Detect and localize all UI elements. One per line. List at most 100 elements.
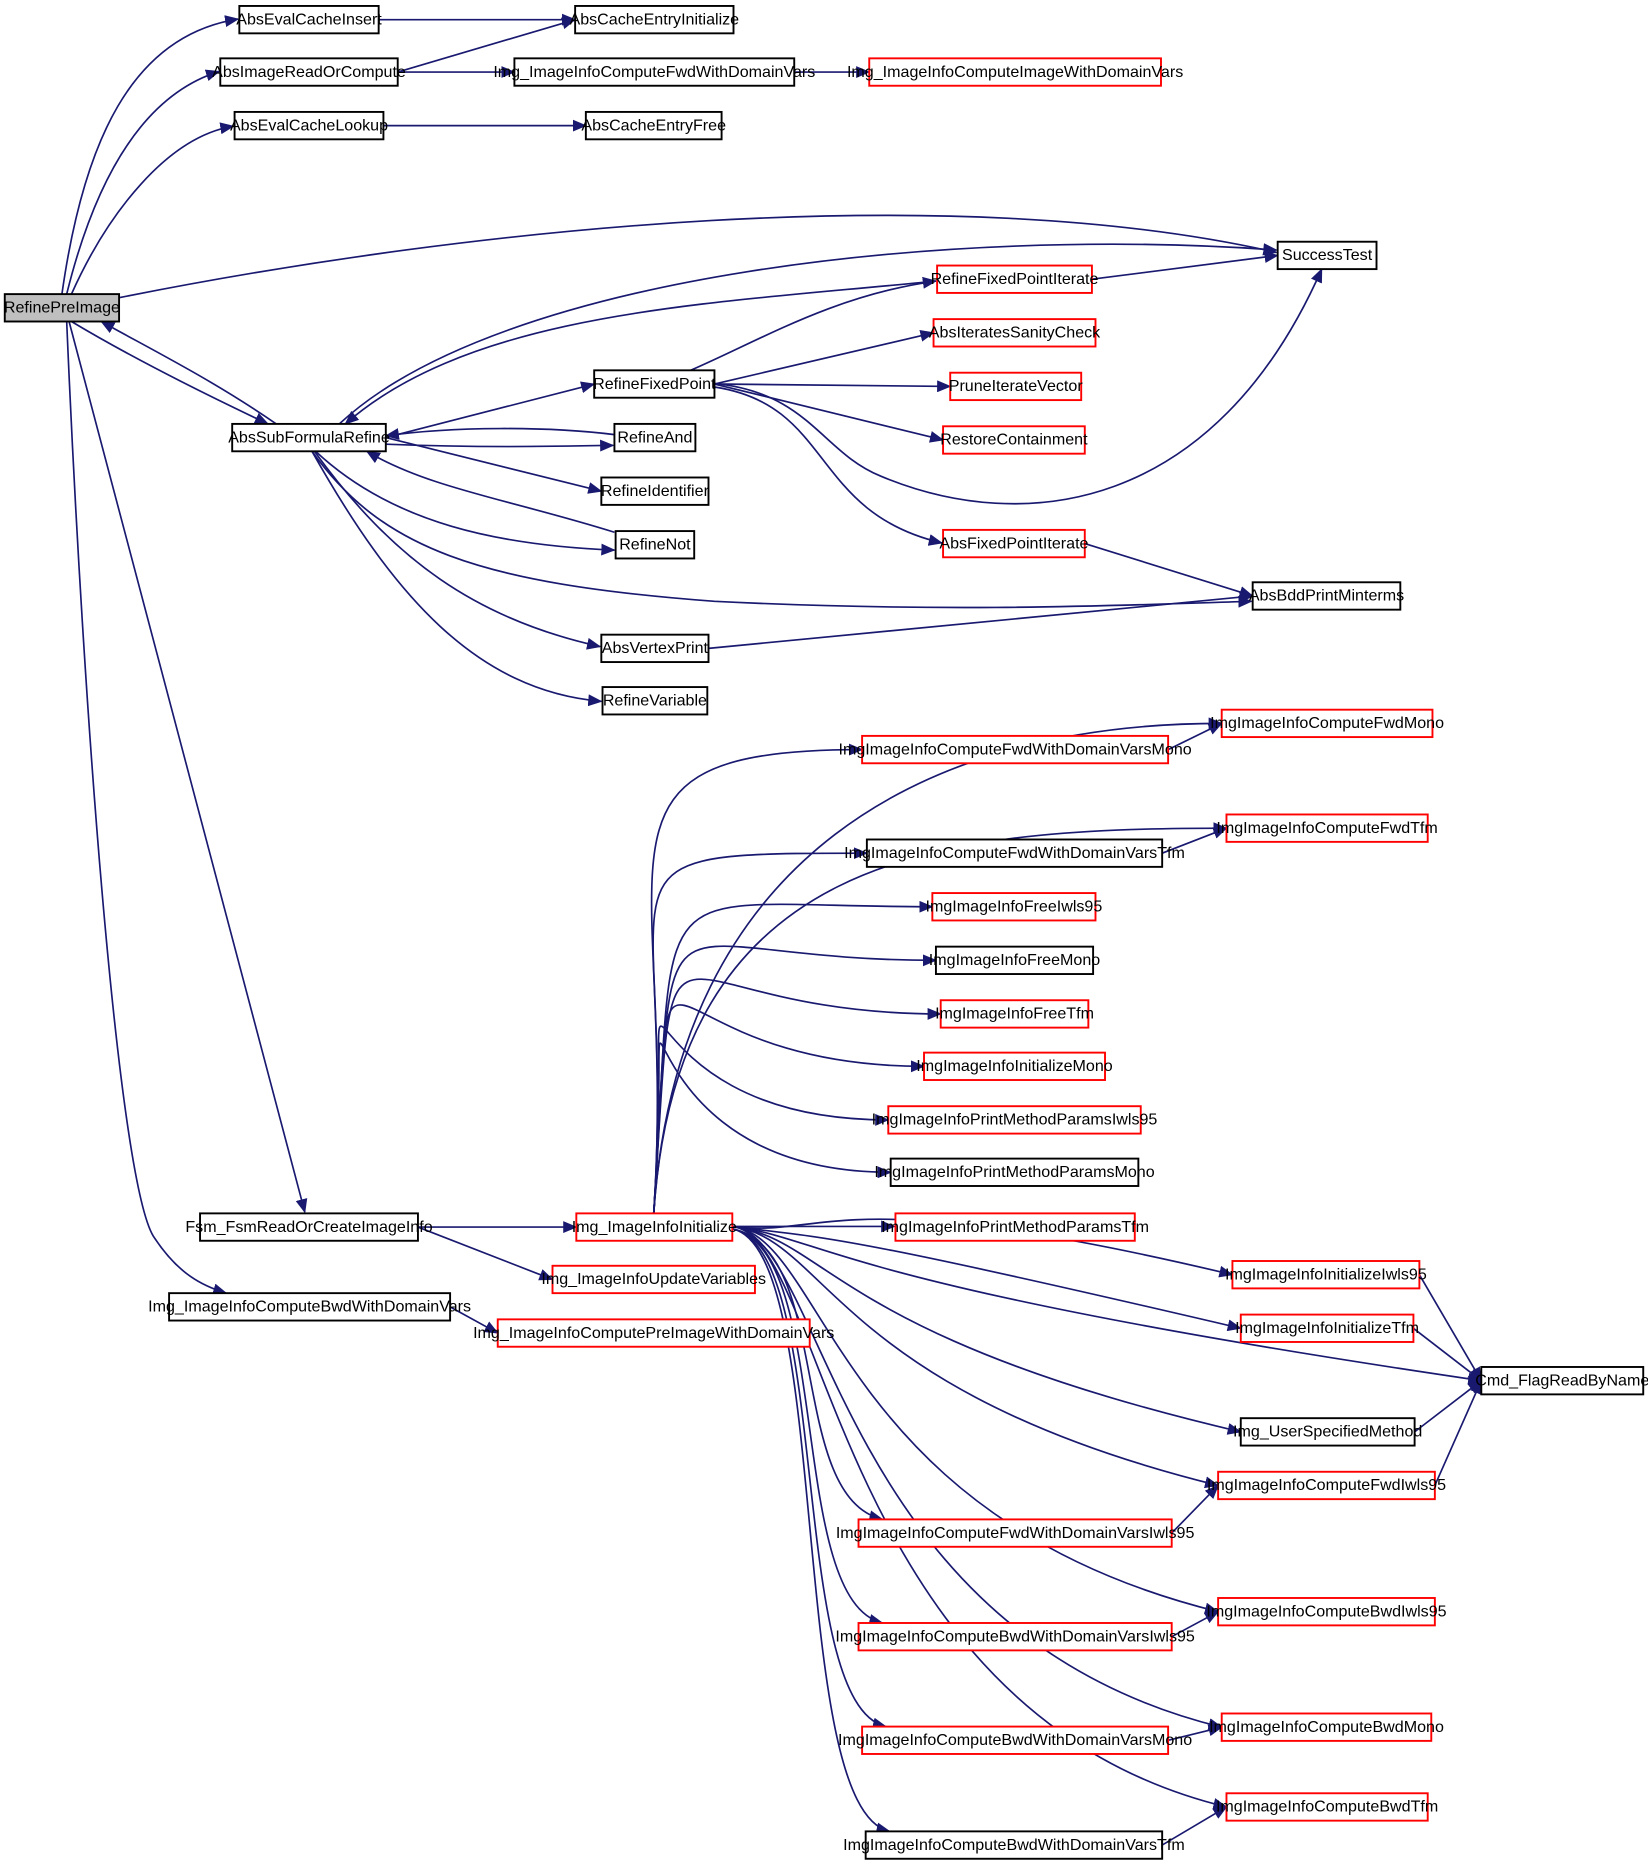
node-box [1225, 1792, 1429, 1822]
node-label: ImgImageInfoComputeBwdWithDomainVarsMono [838, 1731, 1192, 1749]
node-label: RefineIdentifier [601, 482, 710, 500]
edge-RefinePreImage-to-Fsm_FsmReadOrCreateImageInfo [68, 321, 308, 1214]
node-ImgImageInfoPrintMethodParamsIwls95[interactable]: ImgImageInfoPrintMethodParamsIwls95 [872, 1105, 1158, 1135]
node-RefineVariable[interactable]: RefineVariable [601, 686, 709, 716]
edge-AbsSubFormulaRefine-to-RefineNot [314, 450, 616, 556]
node-ImgImageInfoComputeBwdWithDomainVarsMono[interactable]: ImgImageInfoComputeBwdWithDomainVarsMono [838, 1725, 1192, 1755]
edge-AbsSubFormulaRefine-to-RefineVariable [311, 450, 603, 707]
node-box [1217, 1470, 1436, 1501]
node-RestoreContainment[interactable]: RestoreContainment [940, 425, 1088, 455]
node-box [1231, 1260, 1421, 1290]
edge-RefinePreImage-to-AbsEvalCacheLookup [70, 122, 235, 295]
node-ImgImageInfoComputeBwdMono[interactable]: ImgImageInfoComputeBwdMono [1209, 1712, 1444, 1742]
node-label: ImgImageInfoComputeFwdWithDomainVarsIwls… [836, 1524, 1195, 1542]
node-AbsImageReadOrCompute[interactable]: AbsImageReadOrCompute [212, 57, 406, 87]
node-ImgImageInfoPrintMethodParamsMono[interactable]: ImgImageInfoPrintMethodParamsMono [874, 1157, 1155, 1187]
edge-Img_ImageInfoInitialize-to-ImgImageInfoInitializeIwls95 [732, 1218, 1234, 1278]
edge-ImgImageInfoComputeBwdWithDomainVarsIwls95-to-ImgImageInfoComputeBwdIwls95 [1171, 1610, 1220, 1638]
node-ImgImageInfoFreeMono[interactable]: ImgImageInfoFreeMono [929, 945, 1100, 975]
node-box [600, 633, 710, 664]
node-ImgImageInfoComputeFwdWithDomainVarsTfm[interactable]: ImgImageInfoComputeFwdWithDomainVarsTfm [844, 838, 1185, 868]
node-ImgImageInfoComputeFwdTfm[interactable]: ImgImageInfoComputeFwdTfm [1216, 813, 1438, 843]
node-AbsEvalCacheLookup[interactable]: AbsEvalCacheLookup [230, 110, 388, 141]
edge-Img_ImageInfoInitialize-to-ImgImageInfoInitializeMono [652, 1004, 926, 1214]
node-ImgImageInfoComputeBwdTfm[interactable]: ImgImageInfoComputeBwdTfm [1216, 1792, 1438, 1822]
node-box [551, 1264, 756, 1295]
node-RefineAnd[interactable]: RefineAnd [613, 422, 697, 453]
node-AbsFixedPointIterate[interactable]: AbsFixedPointIterate [939, 528, 1089, 559]
node-RefineFixedPoint[interactable]: RefineFixedPoint [593, 369, 716, 399]
node-ImgImageInfoComputeBwdWithDomainVarsIwls95[interactable]: ImgImageInfoComputeBwdWithDomainVarsIwls… [835, 1622, 1195, 1652]
node-label: ImgImageInfoComputeFwdTfm [1216, 819, 1437, 837]
node-label: Img_UserSpecifiedMethod [1233, 1423, 1422, 1441]
node-Cmd_FlagReadByName[interactable]: Cmd_FlagReadByName [1475, 1366, 1648, 1396]
edge-AbsSubFormulaRefine-to-AbsVertexPrint [313, 450, 602, 650]
node-box [199, 1212, 419, 1242]
node-box [593, 369, 716, 399]
node-label: ImgImageInfoFreeTfm [935, 1005, 1094, 1023]
node-AbsSubFormulaRefine[interactable]: AbsSubFormulaRefine [228, 422, 390, 453]
node-RefineNot[interactable]: RefineNot [614, 530, 696, 560]
node-Img_ImageInfoComputeBwdWithDomainVars[interactable]: Img_ImageInfoComputeBwdWithDomainVars [148, 1292, 471, 1322]
node-Img_ImageInfoComputePreImageWithDomainVars[interactable]: Img_ImageInfoComputePreImageWithDomainVa… [473, 1318, 834, 1348]
node-ImgImageInfoComputeBwdIwls95[interactable]: ImgImageInfoComputeBwdIwls95 [1206, 1597, 1447, 1627]
node-label: AbsEvalCacheInsert [236, 10, 382, 28]
node-box [864, 1830, 1164, 1860]
node-Img_ImageInfoComputeFwdWithDomainVars[interactable]: Img_ImageInfoComputeFwdWithDomainVars [493, 57, 815, 87]
node-label: Img_ImageInfoComputeFwdWithDomainVars [493, 63, 815, 81]
node-AbsEvalCacheInsert[interactable]: AbsEvalCacheInsert [236, 5, 382, 35]
edge-RefinePreImage-to-AbsSubFormulaRefine [71, 320, 269, 425]
edge-ImgImageInfoComputeFwdWithDomainVarsTfm-to-ImgImageInfoComputeFwdTfm [1161, 827, 1228, 854]
node-RefineIdentifier[interactable]: RefineIdentifier [600, 476, 710, 506]
node-ImgImageInfoComputeBwdWithDomainVarsTfm[interactable]: ImgImageInfoComputeBwdWithDomainVarsTfm [843, 1830, 1185, 1860]
edge-AbsVertexPrint-to-AbsBddPrintMinterms [708, 591, 1254, 650]
edge-RefineFixedPoint-to-AbsFixedPointIterate [714, 386, 944, 546]
node-ImgImageInfoPrintMethodParamsTfm[interactable]: ImgImageInfoPrintMethodParamsTfm [881, 1212, 1149, 1242]
node-box [584, 110, 723, 141]
node-box [1225, 813, 1429, 843]
node-ImgImageInfoComputeFwdMono[interactable]: ImgImageInfoComputeFwdMono [1210, 708, 1444, 739]
node-box [574, 5, 735, 35]
node-ImgImageInfoFreeIwls95[interactable]: ImgImageInfoFreeIwls95 [926, 892, 1103, 922]
node-PruneIterateVector[interactable]: PruneIterateVector [949, 371, 1084, 402]
edge-Img_ImageInfoInitialize-to-ImgImageInfoComputeBwdWithDomainVarsTfm [732, 1228, 891, 1835]
node-Img_ImageInfoInitialize[interactable]: Img_ImageInfoInitialize [572, 1212, 737, 1242]
node-ImgImageInfoComputeFwdWithDomainVarsMono[interactable]: ImgImageInfoComputeFwdWithDomainVarsMono [839, 734, 1192, 765]
edge-RefinePreImage-to-AbsImageReadOrCompute [65, 69, 221, 295]
node-AbsVertexPrint[interactable]: AbsVertexPrint [600, 633, 710, 664]
node-ImgImageInfoComputeFwdWithDomainVarsIwls95[interactable]: ImgImageInfoComputeFwdWithDomainVarsIwls… [836, 1518, 1195, 1548]
node-RefineFixedPointIterate[interactable]: RefineFixedPointIterate [931, 264, 1099, 294]
node-label: ImgImageInfoPrintMethodParamsIwls95 [872, 1111, 1158, 1129]
node-label: ImgImageInfoInitializeMono [916, 1057, 1112, 1075]
node-label: Img_ImageInfoComputePreImageWithDomainVa… [473, 1324, 834, 1342]
node-label: Img_ImageInfoInitialize [572, 1218, 737, 1236]
node-ImgImageInfoInitializeIwls95[interactable]: ImgImageInfoInitializeIwls95 [1225, 1260, 1427, 1290]
node-box [934, 945, 1095, 975]
node-ImgImageInfoInitializeTfm[interactable]: ImgImageInfoInitializeTfm [1235, 1313, 1419, 1343]
node-Fsm_FsmReadOrCreateImageInfo[interactable]: Fsm_FsmReadOrCreateImageInfo [185, 1212, 433, 1242]
node-Img_ImageInfoComputeImageWithDomainVars[interactable]: Img_ImageInfoComputeImageWithDomainVars [847, 57, 1183, 87]
node-label: ImgImageInfoComputeFwdWithDomainVarsTfm [844, 844, 1185, 862]
node-ImgImageInfoInitializeMono[interactable]: ImgImageInfoInitializeMono [916, 1051, 1113, 1081]
node-ImgImageInfoFreeTfm[interactable]: ImgImageInfoFreeTfm [935, 999, 1094, 1029]
node-Img_UserSpecifiedMethod[interactable]: Img_UserSpecifiedMethod [1233, 1417, 1422, 1447]
node-Img_ImageInfoUpdateVariables[interactable]: Img_ImageInfoUpdateVariables [541, 1264, 766, 1295]
node-box [894, 1212, 1136, 1242]
node-RefinePreImage[interactable]: RefinePreImage [3, 293, 121, 323]
node-box [1251, 581, 1402, 611]
node-label: AbsCacheEntryInitialize [569, 10, 739, 28]
node-SuccessTest[interactable]: SuccessTest [1276, 240, 1378, 271]
edge-Img_ImageInfoInitialize-to-ImgImageInfoComputeFwdIwls95 [732, 1225, 1220, 1489]
edge-RefinePreImage-to-AbsEvalCacheInsert [61, 15, 240, 295]
node-box [931, 892, 1097, 922]
node-label: RefineNot [619, 536, 691, 554]
edge-Img_ImageInfoInitialize-to-ImgImageInfoComputeBwdMono [732, 1225, 1223, 1730]
node-AbsIteratesSanityCheck[interactable]: AbsIteratesSanityCheck [929, 318, 1101, 348]
node-AbsCacheEntryFree[interactable]: AbsCacheEntryFree [581, 110, 726, 141]
node-ImgImageInfoComputeFwdIwls95[interactable]: ImgImageInfoComputeFwdIwls95 [1207, 1470, 1446, 1501]
node-AbsCacheEntryInitialize[interactable]: AbsCacheEntryInitialize [569, 5, 739, 35]
node-box [889, 1157, 1140, 1187]
edge-RefineFixedPointIterate-to-SuccessTest [1091, 251, 1279, 281]
node-label: ImgImageInfoComputeBwdWithDomainVarsTfm [843, 1836, 1185, 1854]
node-AbsBddPrintMinterms[interactable]: AbsBddPrintMinterms [1249, 581, 1404, 611]
